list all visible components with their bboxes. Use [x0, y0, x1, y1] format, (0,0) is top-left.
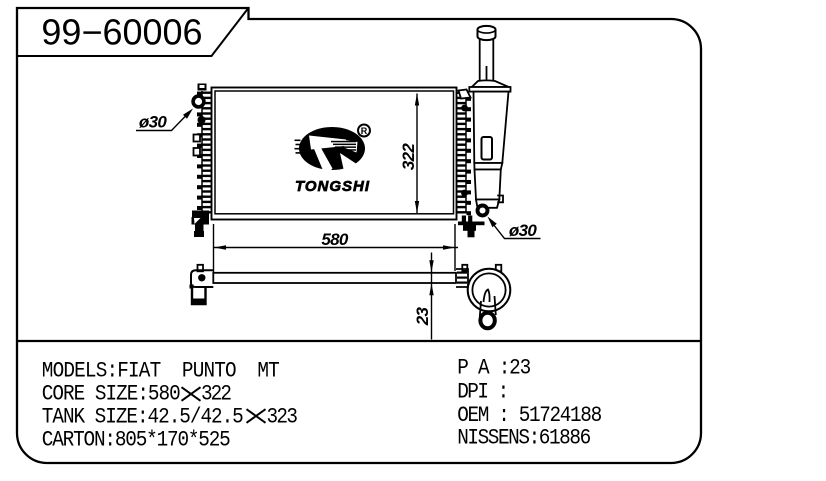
svg-text:MODELS:FIAT PUNTO MT: MODELS:FIAT PUNTO MT — [42, 360, 280, 384]
svg-text:OEM : 51724188: OEM : 51724188 — [457, 404, 602, 428]
svg-text:323: 323 — [266, 406, 298, 430]
svg-text:P A :23: P A :23 — [457, 357, 531, 381]
svg-text:R: R — [361, 126, 368, 136]
svg-text:ø30: ø30 — [139, 113, 167, 132]
svg-text:23: 23 — [413, 307, 432, 327]
svg-text:ø30: ø30 — [509, 221, 537, 240]
svg-text:322: 322 — [201, 383, 232, 407]
svg-text:580: 580 — [321, 230, 349, 249]
svg-text:NISSENS:61886: NISSENS:61886 — [457, 427, 591, 451]
svg-text:DPI :: DPI : — [457, 380, 509, 404]
svg-text:99−60006: 99−60006 — [41, 12, 202, 53]
svg-text:TONGSHI: TONGSHI — [295, 178, 370, 195]
svg-text:CORE SIZE:580: CORE SIZE:580 — [42, 383, 181, 407]
svg-text:322: 322 — [399, 143, 418, 171]
svg-text:CARTON:805*170*525: CARTON:805*170*525 — [42, 429, 231, 453]
svg-text:TANK SIZE:42.5/42.5: TANK SIZE:42.5/42.5 — [42, 406, 244, 430]
